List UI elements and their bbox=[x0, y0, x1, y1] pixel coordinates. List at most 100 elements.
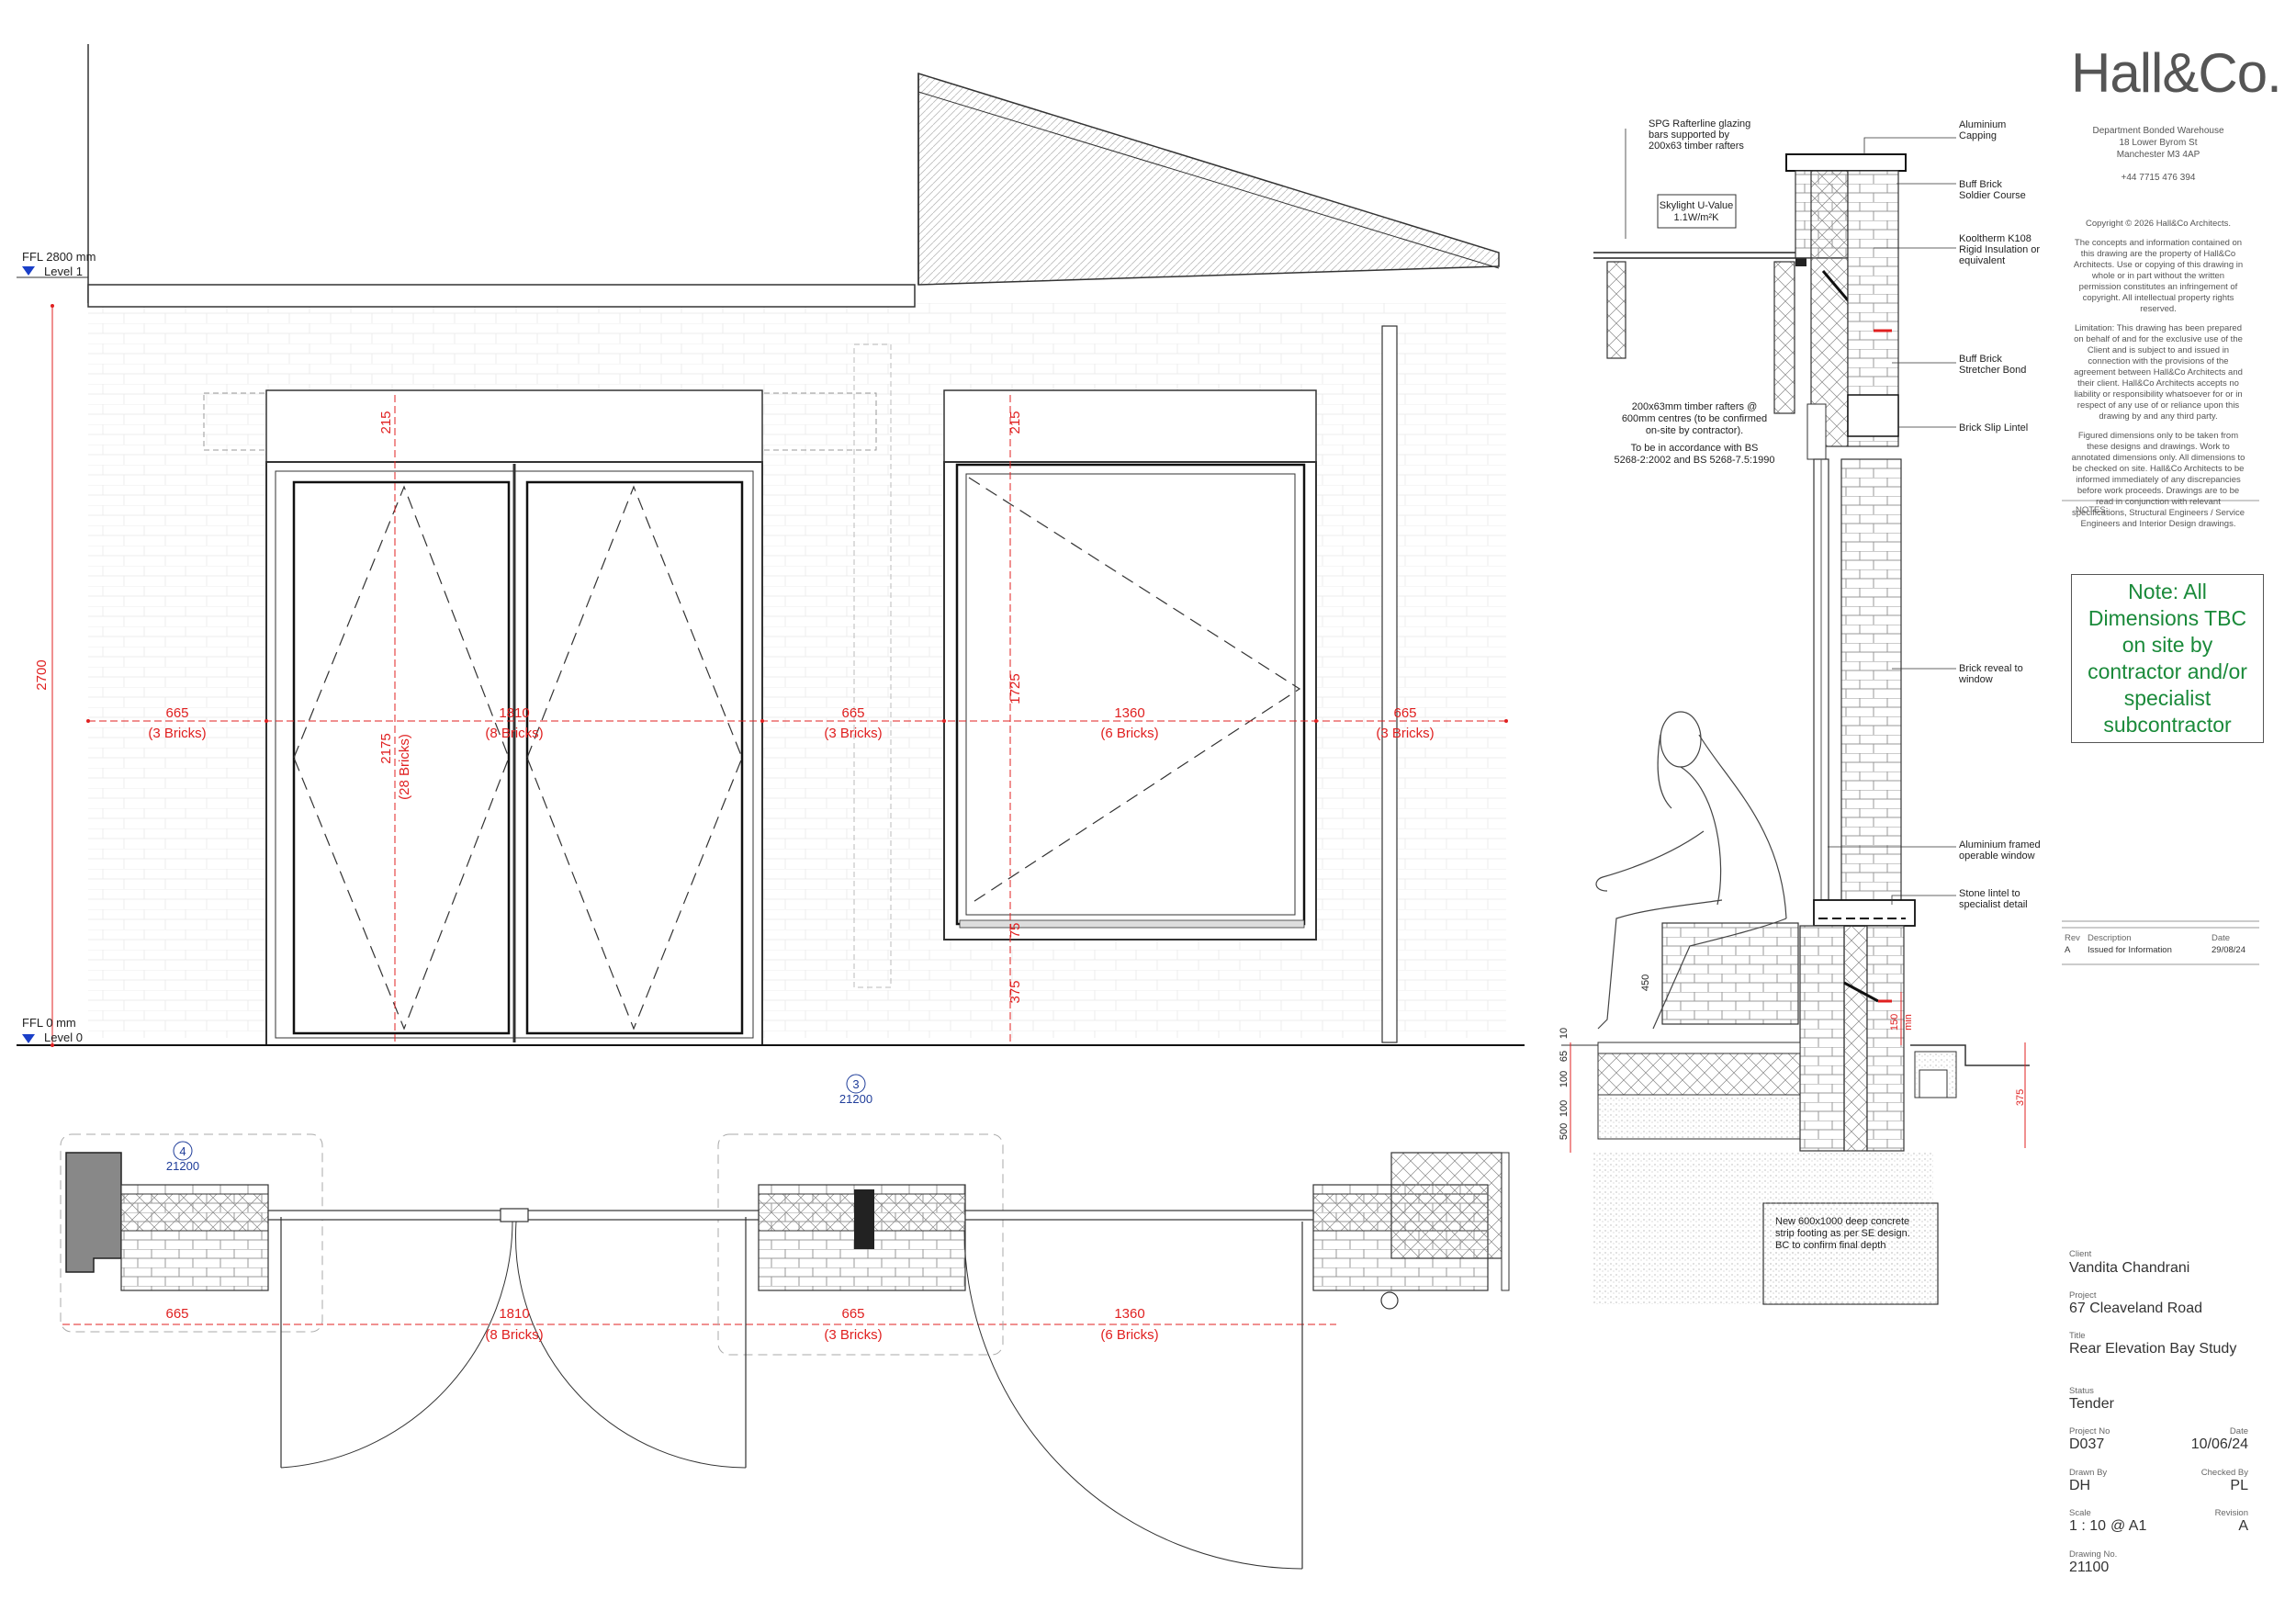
note-alu-2: operable window bbox=[1959, 850, 2035, 862]
note-alu-1: Aluminium framed bbox=[1959, 839, 2041, 850]
section-dim-450: 450 bbox=[1640, 974, 1651, 991]
note-reveal-1: Brick reveal to bbox=[1959, 663, 2023, 674]
rear-elevation: FFL 2800 mm Level 1 FFL 0 mm Level 0 270… bbox=[17, 44, 1525, 1325]
rev-header-rev: Rev bbox=[2065, 933, 2080, 943]
project-no-label: Project No bbox=[2069, 1426, 2110, 1436]
hallco-logo: Hall&Co. bbox=[2071, 42, 2282, 104]
scale-label: Scale bbox=[2069, 1508, 2091, 1518]
section-dim-65: 65 bbox=[1559, 1051, 1570, 1062]
ffl-upper-label: FFL 2800 mm bbox=[22, 250, 96, 264]
section-dim-375: 375 bbox=[2015, 1089, 2026, 1106]
note-soldier-1: Buff Brick bbox=[1959, 179, 2002, 190]
note-stretcher-2: Stretcher Bond bbox=[1959, 365, 2026, 376]
drawing-no-value: 21100 bbox=[2069, 1560, 2110, 1575]
plan-dim-pier-2-bricks: (3 Bricks) bbox=[824, 1327, 882, 1343]
note-lintel: Brick Slip Lintel bbox=[1959, 422, 2028, 434]
office-address: Department Bonded Warehouse 18 Lower Byr… bbox=[2076, 125, 2241, 184]
dim-pier-2-bricks: (3 Bricks) bbox=[824, 726, 882, 741]
address-line-3: Manchester M3 4AP bbox=[2116, 150, 2200, 160]
note-cap-2: Capping bbox=[1959, 130, 1997, 141]
dim-pier-2: 665 bbox=[841, 705, 864, 721]
note-rafters-3: on-site by contractor). bbox=[1646, 425, 1743, 436]
legal-text-2: Limitation: This drawing has been prepar… bbox=[2074, 323, 2243, 422]
note-glazing-3: 200x63 timber rafters bbox=[1649, 141, 1744, 152]
callout-4-number: 4 bbox=[179, 1144, 186, 1158]
window bbox=[943, 389, 1317, 941]
note-glazing-1: SPG Rafterline glazing bbox=[1649, 118, 1750, 130]
level-0-marker bbox=[22, 1034, 35, 1043]
note-stone-1: Stone lintel to bbox=[1959, 888, 2020, 899]
callout-3-number: 3 bbox=[852, 1077, 859, 1091]
roof bbox=[917, 72, 1500, 286]
callout-4-ref: 21200 bbox=[166, 1159, 199, 1173]
dim-pier-1: 665 bbox=[165, 705, 188, 721]
section-detail: SPG Rafterline glazing bars supported by… bbox=[1559, 118, 2041, 1305]
plan-dim-door-width-bricks: (8 Bricks) bbox=[485, 1327, 543, 1343]
bifold-doors bbox=[265, 389, 763, 1046]
phone: +44 7715 476 394 bbox=[2121, 173, 2196, 183]
client-label: Client bbox=[2069, 1249, 2092, 1259]
note-rafters-2: 600mm centres (to be confirmed bbox=[1622, 413, 1767, 424]
drawn-by-label: Drawn By bbox=[2069, 1468, 2108, 1478]
note-cap-1: Aluminium bbox=[1959, 119, 2006, 130]
note-skylight-2: 1.1W/m²K bbox=[1674, 212, 1720, 223]
note-skylight-1: Skylight U-Value bbox=[1660, 200, 1734, 211]
project-no-value: D037 bbox=[2069, 1436, 2105, 1452]
rev-row-rev: A bbox=[2065, 945, 2071, 955]
project-value: 67 Cleaveland Road bbox=[2069, 1301, 2202, 1316]
status-value: Tender bbox=[2069, 1396, 2114, 1412]
dim-window-head: 215 bbox=[1007, 411, 1023, 434]
callout-3-ref: 21200 bbox=[839, 1092, 872, 1106]
sheet-size-value: @ A1 bbox=[2110, 1518, 2147, 1534]
plan-dim-pier-1: 665 bbox=[165, 1306, 188, 1322]
note-glazing-2: bars supported by bbox=[1649, 130, 1730, 141]
rev-row-date: 29/08/24 bbox=[2212, 945, 2245, 955]
level-1-marker bbox=[22, 266, 35, 276]
dim-pier-1-bricks: (3 Bricks) bbox=[148, 726, 206, 741]
dim-window-base: 375 bbox=[1007, 980, 1023, 1003]
note-stone-2: specialist detail bbox=[1959, 899, 2028, 910]
client-value: Vandita Chandrani bbox=[2069, 1260, 2190, 1276]
status-label: Status bbox=[2069, 1386, 2094, 1396]
note-rafters-1: 200x63mm timber rafters @ bbox=[1632, 401, 1758, 412]
project-label: Project bbox=[2069, 1290, 2097, 1301]
note-kool-3: equivalent bbox=[1959, 255, 2005, 266]
note-footing-3: BC to confirm final depth bbox=[1775, 1240, 1885, 1251]
drawing-no-label: Drawing No. bbox=[2069, 1549, 2118, 1560]
dim-door-height-bricks: (28 Bricks) bbox=[397, 734, 412, 800]
level-0-label: Level 0 bbox=[44, 1031, 83, 1044]
address-line-2: 18 Lower Byrom St bbox=[2119, 138, 2198, 148]
title-label: Title bbox=[2069, 1331, 2086, 1341]
legal-notes: Copyright © 2026 Hall&Co Architects. The… bbox=[2071, 219, 2245, 530]
note-stretcher-1: Buff Brick bbox=[1959, 354, 2002, 365]
dim-window-width: 1360 bbox=[1114, 705, 1144, 721]
dim-door-height: 2175 bbox=[378, 733, 394, 763]
plan-dim-window-width: 1360 bbox=[1114, 1306, 1144, 1322]
section-dim-min: min bbox=[1903, 1014, 1914, 1031]
address-line-1: Department Bonded Warehouse bbox=[2092, 126, 2224, 136]
dim-door-head: 215 bbox=[378, 411, 394, 434]
rev-header-date: Date bbox=[2212, 933, 2231, 943]
rev-header-description: Description bbox=[2088, 933, 2132, 943]
plan-dim-window-width-bricks: (6 Bricks) bbox=[1100, 1327, 1158, 1343]
note-kool-2: Rigid Insulation or bbox=[1959, 244, 2040, 255]
notes-label: NOTES: bbox=[2076, 505, 2109, 515]
note-soldier-2: Soldier Course bbox=[1959, 190, 2026, 201]
section-dim-150: 150 bbox=[1889, 1014, 1900, 1031]
note-reveal-2: window bbox=[1958, 674, 1993, 685]
note-footing-2: strip footing as per SE design. bbox=[1775, 1228, 1910, 1239]
note-bs-1: To be in accordance with BS bbox=[1631, 443, 1759, 454]
note-footing-1: New 600x1000 deep concrete bbox=[1775, 1216, 1909, 1227]
dim-window-width-bricks: (6 Bricks) bbox=[1100, 726, 1158, 741]
revision-label: Revision bbox=[2214, 1508, 2248, 1518]
section-dim-10: 10 bbox=[1559, 1028, 1570, 1039]
checked-by-label: Checked By bbox=[2200, 1468, 2248, 1478]
dim-window-height: 1725 bbox=[1007, 673, 1023, 704]
rev-row-description: Issued for Information bbox=[2088, 945, 2172, 955]
checked-by-value: PL bbox=[2230, 1478, 2248, 1493]
plan-dim-pier-2: 665 bbox=[841, 1306, 864, 1322]
level-1-label: Level 1 bbox=[44, 265, 83, 278]
title-value: Rear Elevation Bay Study bbox=[2069, 1341, 2237, 1357]
date-label: Date bbox=[2229, 1426, 2248, 1436]
